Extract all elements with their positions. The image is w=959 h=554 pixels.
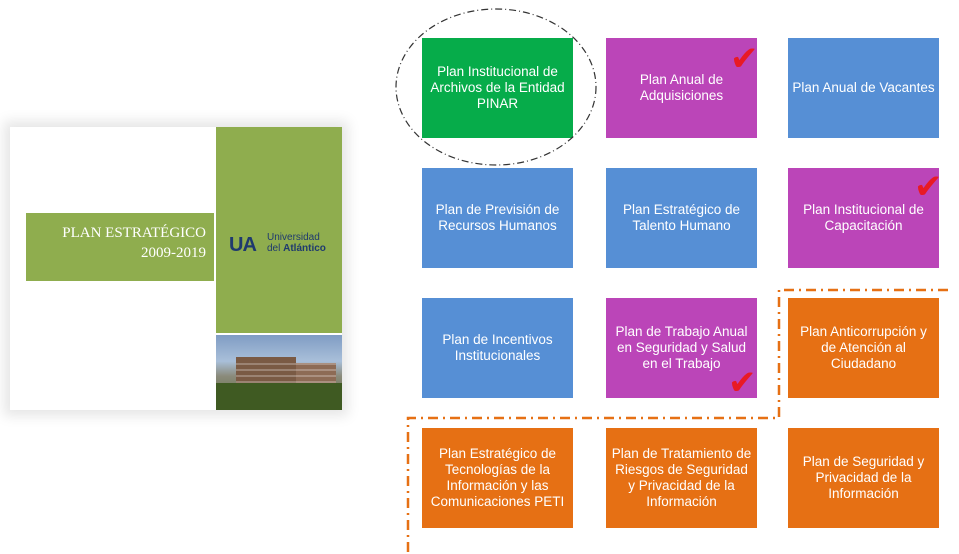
ua-logo-mark: UA	[229, 234, 257, 257]
logo-line-universidad: Universidad	[267, 232, 320, 243]
plan-label: Plan Anual de Adquisiciones	[639, 72, 724, 103]
plan-label: Plan de Previsión de Recursos Humanos	[435, 202, 560, 233]
plan-box-talento-humano: Plan Estratégico de Talento Humano	[606, 168, 757, 268]
logo-letter-u: U	[229, 234, 243, 256]
orange-group-outline	[406, 288, 948, 554]
logo-line-atlantico: del Atlántico	[267, 243, 326, 254]
plan-box-adquisiciones: Plan Anual de Adquisiciones	[606, 38, 757, 138]
plan-label: Plan Estratégico de Talento Humano	[622, 202, 741, 233]
building-windows	[236, 363, 336, 383]
plan-label: Plan de Tratamiento de Riesgos de Seguri…	[611, 446, 752, 509]
university-logo: UA Universidad del Atlántico	[229, 230, 344, 264]
cover-title-band: PLAN ESTRATÉGICO 2009-2019	[26, 213, 214, 281]
strategic-plan-cover: PLAN ESTRATÉGICO 2009-2019 UA Universida…	[10, 127, 342, 410]
plan-label: Plan Estratégico de Tecnologías de la In…	[430, 446, 565, 509]
cover-green-panel: UA Universidad del Atlántico	[216, 127, 342, 333]
cover-title: PLAN ESTRATÉGICO	[62, 225, 206, 241]
pinar-highlight-ellipse	[395, 8, 597, 166]
trees-shape	[216, 383, 342, 410]
logo-atlantico: Atlántico	[283, 243, 326, 254]
plan-label: Plan Institucional de Archivos de la Ent…	[430, 64, 565, 111]
plan-box-seguridad-salud: Plan de Trabajo Anual en Seguridad y Sal…	[606, 298, 757, 398]
plan-label: Plan Anual de Vacantes	[792, 80, 935, 95]
plan-box-prevision: Plan de Previsión de Recursos Humanos	[422, 168, 573, 268]
plan-box-seguridad-privacidad: Plan de Seguridad y Privacidad de la Inf…	[788, 428, 939, 528]
cover-years: 2009-2019	[141, 245, 206, 261]
checkmark-icon: ✔	[728, 364, 757, 402]
plan-label: Plan de Trabajo Anual en Seguridad y Sal…	[615, 324, 748, 371]
plan-box-pinar: Plan Institucional de Archivos de la Ent…	[422, 38, 573, 138]
plan-box-riesgos: Plan de Tratamiento de Riesgos de Seguri…	[606, 428, 757, 528]
logo-del: del	[267, 243, 284, 254]
logo-wordmark: Universidad del Atlántico	[267, 232, 326, 254]
plan-box-vacantes: Plan Anual de Vacantes	[788, 38, 939, 138]
plan-box-incentivos: Plan de Incentivos Institucionales	[422, 298, 573, 398]
plan-label: Plan de Seguridad y Privacidad de la Inf…	[802, 454, 925, 501]
building-shape	[236, 357, 296, 387]
plan-box-capacitacion: Plan Institucional de Capacitación	[788, 168, 939, 268]
checkmark-icon: ✔	[730, 40, 759, 78]
plan-label: Plan Anticorrupción y de Atención al Ciu…	[800, 324, 927, 371]
plan-label: Plan de Incentivos Institucionales	[442, 332, 553, 363]
checkmark-icon: ✔	[914, 168, 943, 206]
logo-letter-a: A	[242, 234, 256, 256]
plan-box-anticorrupcion: Plan Anticorrupción y de Atención al Ciu…	[788, 298, 939, 398]
plan-label: Plan Institucional de Capacitación	[803, 202, 924, 233]
plan-box-peti: Plan Estratégico de Tecnologías de la In…	[422, 428, 573, 528]
campus-photo	[216, 335, 342, 410]
